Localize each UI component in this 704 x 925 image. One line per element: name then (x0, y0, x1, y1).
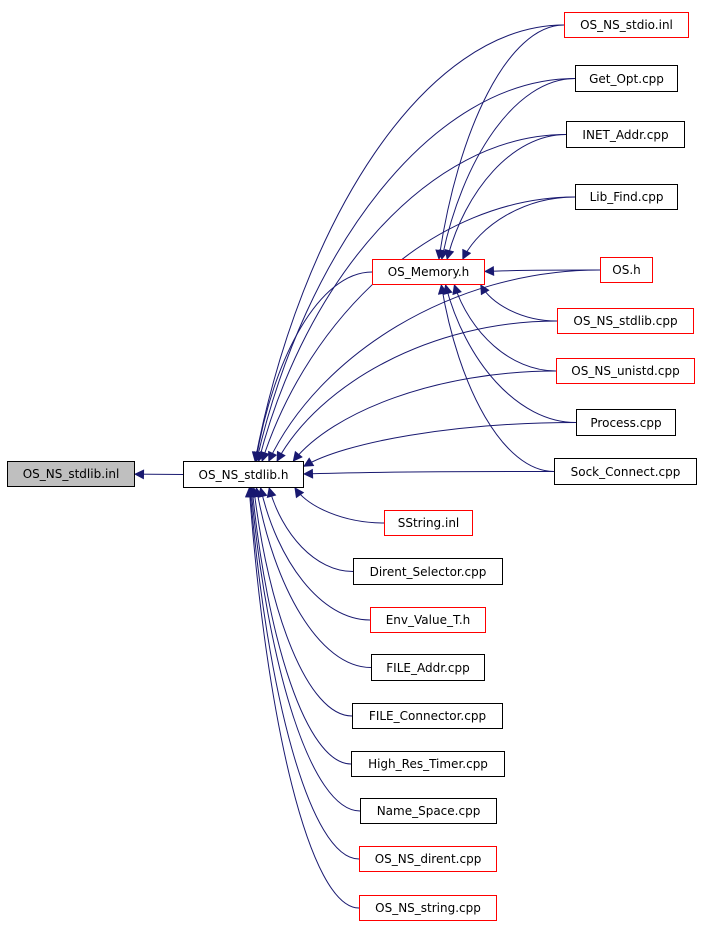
node-os-ns-stdlib-h[interactable]: OS_NS_stdlib.h (183, 461, 304, 488)
edge-stdlib_cpp-to-hub (276, 320, 558, 462)
edge-sstring-to-hub (294, 487, 385, 524)
edge-env_value-to-hub (257, 487, 371, 621)
node-os-ns-stdio-inl[interactable]: OS_NS_stdio.inl (564, 12, 689, 38)
edge-os_h-to-memory (484, 266, 601, 277)
edge-lib_find-to-memory (462, 196, 576, 260)
node-lib-find-cpp[interactable]: Lib_Find.cpp (575, 184, 678, 210)
root-node-os-ns-stdlib-inl: OS_NS_stdlib.inl (7, 461, 135, 487)
edge-get_opt-to-hub (253, 78, 576, 462)
edge-file_connector-to-hub (249, 487, 353, 717)
node-sock-connect-cpp[interactable]: Sock_Connect.cpp (554, 458, 697, 485)
edge-sock_connect-to-memory (437, 284, 555, 472)
node-os-ns-unistd-cpp[interactable]: OS_NS_unistd.cpp (556, 358, 695, 384)
edge-dirent_selector-to-hub (266, 487, 354, 572)
node-sstring-inl[interactable]: SString.inl (384, 510, 473, 536)
node-process-cpp[interactable]: Process.cpp (576, 409, 676, 436)
edge-process-to-hub (303, 422, 577, 467)
edge-name_space-to-hub (246, 487, 361, 812)
edge-stdio_inl-to-memory (435, 24, 565, 260)
edge-string_cpp-to-hub (244, 487, 360, 909)
edge-sock_connect-to-hub (303, 468, 555, 479)
edge-stdlib_cpp-to-memory (480, 284, 558, 322)
edge-stdio_inl-to-hub (251, 24, 565, 462)
edge-file_addr-to-hub (253, 487, 372, 668)
node-get-opt-cpp[interactable]: Get_Opt.cpp (575, 65, 678, 92)
node-env-value-t-h[interactable]: Env_Value_T.h (370, 607, 486, 633)
node-os-memory-h[interactable]: OS_Memory.h (372, 259, 485, 285)
node-file-addr-cpp[interactable]: FILE_Addr.cpp (371, 654, 485, 681)
edge-unistd_cpp-to-memory (452, 284, 557, 372)
node-os-ns-dirent-cpp[interactable]: OS_NS_dirent.cpp (359, 846, 497, 872)
node-os-h[interactable]: OS.h (600, 257, 653, 283)
edge-memory-to-hub (252, 271, 373, 462)
node-name-space-cpp[interactable]: Name_Space.cpp (360, 798, 497, 824)
node-inet-addr-cpp[interactable]: INET_Addr.cpp (566, 121, 685, 148)
node-file-connector-cpp[interactable]: FILE_Connector.cpp (352, 703, 503, 729)
node-high-res-timer-cpp[interactable]: High_Res_Timer.cpp (351, 751, 505, 777)
node-os-ns-stdlib-cpp[interactable]: OS_NS_stdlib.cpp (557, 308, 694, 334)
edge-high_res_timer-to-hub (248, 487, 352, 765)
edge-inet_addr-to-hub (256, 134, 567, 462)
edge-process-to-memory (442, 284, 577, 423)
edge-inet_addr-to-memory (444, 134, 567, 260)
edge-dirent_cpp-to-hub (245, 487, 360, 860)
node-os-ns-string-cpp[interactable]: OS_NS_string.cpp (359, 895, 497, 921)
edge-unistd_cpp-to-hub (292, 370, 557, 462)
node-dirent-selector-cpp[interactable]: Dirent_Selector.cpp (353, 558, 503, 585)
edge-os_h-to-hub (268, 269, 601, 462)
edge-get_opt-to-memory (438, 78, 576, 260)
